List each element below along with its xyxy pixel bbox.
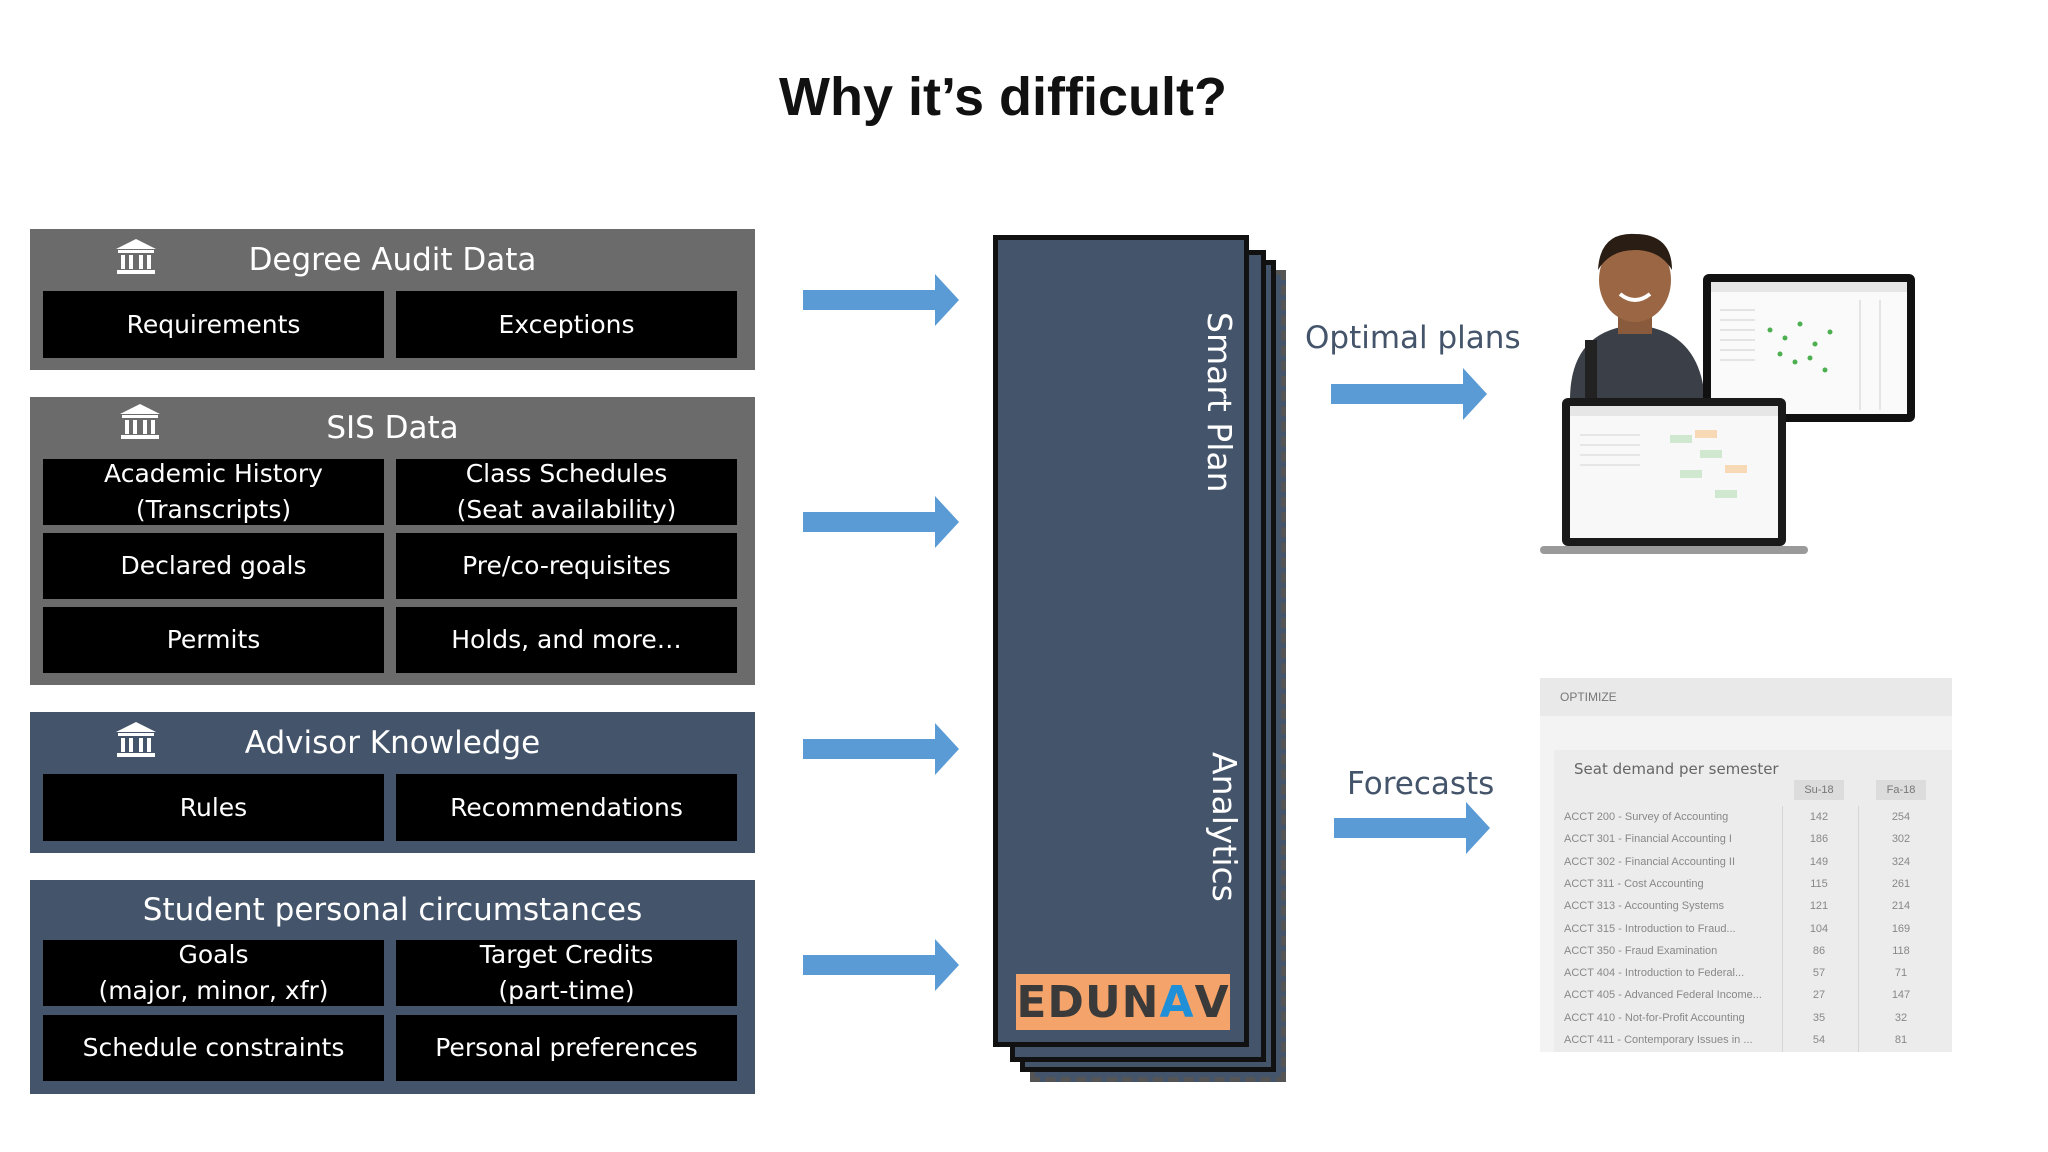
student-circumstances-panel: Student personal circumstances Goals(maj… xyxy=(30,880,755,1094)
panel-title: Student personal circumstances xyxy=(142,892,643,928)
fa18-value: 261 xyxy=(1891,877,1911,890)
data-cell: Target Credits(part-time) xyxy=(396,940,737,1006)
course-name: ACCT 313 - Accounting Systems xyxy=(1564,900,1724,913)
seat-demand-table: Seat demand per semester Su-18 Fa-18 ACC… xyxy=(1554,750,1952,1052)
degree-audit-panel: Degree Audit Data Requirements Exception… xyxy=(30,229,755,370)
data-cell: Schedule constraints xyxy=(43,1015,384,1081)
table-row: ACCT 350 - Fraud Examination 86 118 xyxy=(1554,940,1952,962)
data-cell: Rules xyxy=(43,774,384,841)
course-name: ACCT 404 - Introduction to Federal... xyxy=(1564,967,1745,980)
su18-value: 27 xyxy=(1812,989,1826,1002)
column-header: Fa-18 xyxy=(1876,780,1926,800)
advisor-knowledge-panel: Advisor Knowledge Rules Recommendations xyxy=(30,712,755,853)
fa18-value: 71 xyxy=(1894,967,1908,980)
arrow-right-icon xyxy=(803,496,959,548)
fa18-value: 214 xyxy=(1891,900,1911,913)
table-row: ACCT 313 - Accounting Systems 121 214 xyxy=(1554,895,1952,917)
data-cell: Declared goals xyxy=(43,533,384,599)
su18-value: 186 xyxy=(1809,833,1829,846)
data-cell: Permits xyxy=(43,607,384,673)
column-divider xyxy=(1858,806,1859,1052)
fa18-value: 254 xyxy=(1891,811,1911,823)
data-cell: Pre/co-requisites xyxy=(396,533,737,599)
column-header: Su-18 xyxy=(1794,780,1844,800)
student-with-devices-image xyxy=(1540,233,1915,554)
course-name: ACCT 411 - Contemporary Issues in ... xyxy=(1564,1034,1753,1046)
fa18-value: 118 xyxy=(1892,944,1910,957)
forecast-table-card: OPTIMIZE Seat demand per semester Su-18 … xyxy=(1540,678,1952,1052)
su18-value: 57 xyxy=(1812,967,1826,980)
table-row: ACCT 410 - Not-for-Profit Accounting 35 32 xyxy=(1554,1007,1952,1029)
optimize-label: OPTIMIZE xyxy=(1560,690,1617,704)
engine-stack-front xyxy=(993,235,1249,1047)
smart-plan-label: Smart Plan xyxy=(1200,312,1239,493)
panel-title: SIS Data xyxy=(326,410,459,446)
institution-icon xyxy=(116,239,156,274)
analytics-label: Analytics xyxy=(1205,752,1244,902)
forecasts-label: Forecasts xyxy=(1347,766,1495,802)
data-cell: Goals(major, minor, xfr) xyxy=(43,940,384,1006)
panel-header: Student personal circumstances xyxy=(30,880,755,940)
su18-value: 104 xyxy=(1809,922,1829,935)
data-cell: Personal preferences xyxy=(396,1015,737,1081)
su18-value: 54 xyxy=(1812,1034,1826,1046)
su18-value: 35 xyxy=(1812,1011,1826,1024)
table-row: ACCT 301 - Financial Accounting I 186 302 xyxy=(1554,828,1952,850)
panel-header: Advisor Knowledge xyxy=(30,712,755,774)
su18-value: 115 xyxy=(1810,877,1828,890)
institution-icon xyxy=(120,404,160,439)
arrow-right-icon xyxy=(803,939,959,991)
table-row: ACCT 404 - Introduction to Federal... 57 7… xyxy=(1554,962,1952,984)
data-cell: Recommendations xyxy=(396,774,737,841)
fa18-value: 81 xyxy=(1894,1034,1908,1046)
optimal-plans-label: Optimal plans xyxy=(1305,320,1521,356)
table-row: ACCT 411 - Contemporary Issues in ... 54 8… xyxy=(1554,1029,1952,1051)
table-row: ACCT 200 - Survey of Accounting 142 254 xyxy=(1554,806,1952,828)
table-row: ACCT 302 - Financial Accounting II 149 324 xyxy=(1554,851,1952,873)
course-name: ACCT 315 - Introduction to Fraud... xyxy=(1564,922,1736,935)
data-cell: Academic History(Transcripts) xyxy=(43,459,384,525)
panel-title: Advisor Knowledge xyxy=(244,725,541,761)
panel-title: Degree Audit Data xyxy=(248,242,537,278)
data-cell: Class Schedules(Seat availability) xyxy=(396,459,737,525)
course-name: ACCT 301 - Financial Accounting I xyxy=(1564,833,1732,846)
slide-title: Why it’s difficult? xyxy=(779,67,1227,127)
data-cell: Holds, and more… xyxy=(396,607,737,673)
course-name: ACCT 200 - Survey of Accounting xyxy=(1564,811,1729,823)
fa18-value: 302 xyxy=(1891,833,1911,846)
fa18-value: 169 xyxy=(1891,922,1911,935)
table-row: ACCT 311 - Cost Accounting 115 261 xyxy=(1554,873,1952,895)
arrow-right-icon xyxy=(1334,802,1490,854)
fa18-value: 324 xyxy=(1891,855,1911,868)
fa18-value: 147 xyxy=(1891,989,1911,1002)
optimize-header-bar xyxy=(1540,678,1952,716)
arrow-right-icon xyxy=(803,723,959,775)
course-name: ACCT 311 - Cost Accounting xyxy=(1564,877,1704,890)
course-name: ACCT 350 - Fraud Examination xyxy=(1564,944,1718,957)
table-row: ACCT 315 - Introduction to Fraud... 104 16… xyxy=(1554,918,1952,940)
su18-value: 86 xyxy=(1812,944,1826,957)
arrow-right-icon xyxy=(803,274,959,326)
table-row: ACCT 405 - Advanced Federal Income... 27 1… xyxy=(1554,984,1952,1006)
course-name: ACCT 405 - Advanced Federal Income... xyxy=(1564,989,1762,1002)
panel-header: Degree Audit Data xyxy=(30,229,755,291)
course-name: ACCT 410 - Not-for-Profit Accounting xyxy=(1564,1011,1745,1024)
arrow-right-icon xyxy=(1331,368,1487,420)
su18-value: 121 xyxy=(1809,900,1829,913)
su18-value: 149 xyxy=(1809,855,1829,868)
sis-data-panel: SIS Data Academic History(Transcripts) C… xyxy=(30,397,755,685)
fa18-value: 32 xyxy=(1894,1011,1908,1024)
data-cell: Exceptions xyxy=(396,291,737,358)
course-name: ACCT 302 - Financial Accounting II xyxy=(1564,855,1735,868)
institution-icon xyxy=(116,722,156,757)
su18-value: 142 xyxy=(1809,811,1829,823)
column-divider xyxy=(1782,806,1783,1052)
table-title: Seat demand per semester xyxy=(1574,760,1779,778)
data-cell: Requirements xyxy=(43,291,384,358)
panel-header: SIS Data xyxy=(30,397,755,459)
